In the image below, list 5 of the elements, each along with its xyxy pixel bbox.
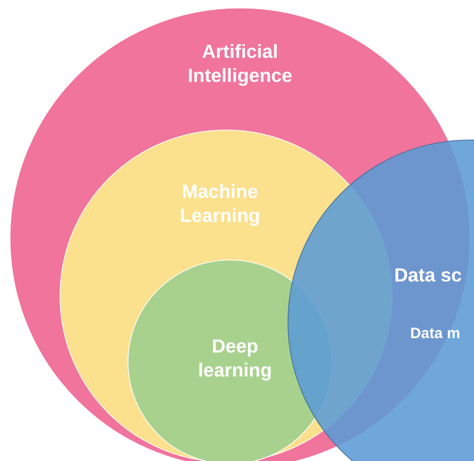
circle-label: Data sc — [395, 268, 462, 282]
circle-label: Deep learning — [199, 339, 271, 381]
circle-label: Artificial Intelligence — [189, 44, 292, 86]
circle-label: Data m — [411, 328, 460, 338]
circle-label: Machine Learning — [181, 184, 259, 226]
